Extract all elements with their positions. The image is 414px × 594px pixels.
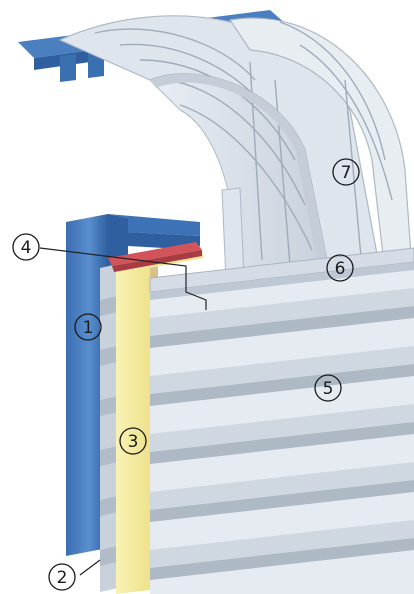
cladding-rib-shadow (150, 306, 414, 348)
callout-label: 1 (83, 318, 94, 338)
callout-circle (314, 374, 342, 402)
cladding-rib-shadow (150, 538, 414, 580)
callout-circle (12, 233, 40, 261)
cladding-rib (150, 520, 414, 568)
cladding-rib (150, 346, 414, 394)
callout-label: 3 (128, 432, 139, 452)
liner-tray (100, 264, 118, 592)
cladding-rib-shadow (150, 480, 414, 522)
leader-4 (39, 247, 207, 310)
roof-vault-icon (58, 15, 413, 281)
callout-circle (74, 313, 102, 341)
callout-circle (48, 563, 76, 591)
leader-2 (79, 559, 101, 576)
callout-6: 6 (326, 254, 354, 282)
callout-label: 7 (341, 163, 352, 183)
callout-circle (332, 158, 360, 186)
sealant-strip (108, 242, 202, 272)
callout-label: 4 (21, 238, 32, 258)
cladding-rib-shadow (150, 422, 414, 464)
callouts: 1 2 3 4 5 6 7 (12, 158, 360, 591)
cladding-panel-icon (149, 247, 414, 594)
callout-circle (326, 254, 354, 282)
callout-2: 2 (48, 563, 76, 591)
callout-1: 1 (74, 313, 102, 341)
callout-4: 4 (12, 233, 40, 261)
callout-circle (119, 427, 147, 455)
callout-7: 7 (332, 158, 360, 186)
cladding-rib (150, 462, 414, 510)
callout-3: 3 (119, 427, 147, 455)
leader-lines (39, 247, 207, 576)
callout-label: 5 (323, 379, 334, 399)
cladding-rib-shadow (150, 364, 414, 406)
callout-5: 5 (314, 374, 342, 402)
callout-label: 6 (335, 259, 346, 279)
cladding-rib (150, 404, 414, 452)
cladding-rib (150, 288, 414, 336)
callout-label: 2 (57, 568, 68, 588)
